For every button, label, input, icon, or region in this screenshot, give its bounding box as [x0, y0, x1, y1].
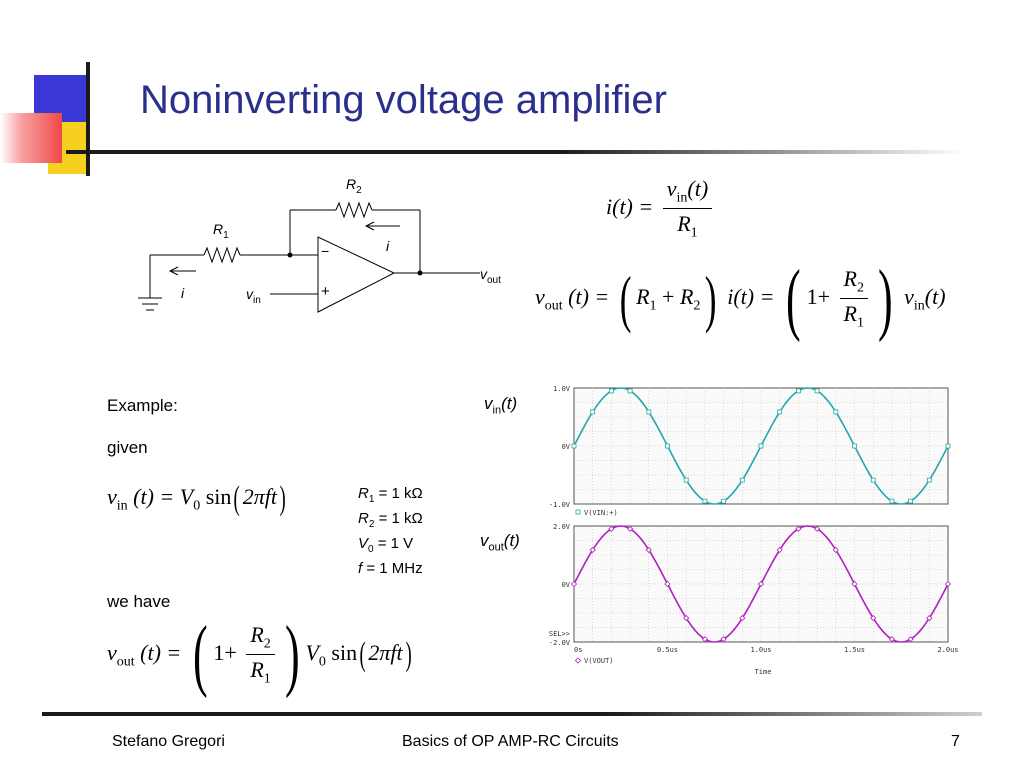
- label-vin: vin: [246, 286, 261, 306]
- we-have-label: we have: [107, 592, 171, 611]
- data-point: [888, 636, 895, 643]
- parameter-list: R1 = 1 kΩ R2 = 1 kΩ V0 = 1 V f = 1 MHz: [358, 484, 423, 578]
- data-point: [646, 409, 652, 415]
- footer-page-number: 7: [951, 733, 960, 750]
- x-tick-label: 1.5us: [844, 646, 865, 654]
- data-point: [833, 409, 839, 415]
- x-axis-label: Time: [755, 668, 772, 676]
- data-point: [757, 580, 765, 588]
- legend-marker: [574, 657, 582, 664]
- x-tick-label: 1.0us: [750, 646, 771, 654]
- plot-label-vin: vin(t): [484, 394, 518, 417]
- y-tick-label: 1.0V: [553, 385, 571, 393]
- data-point: [795, 525, 802, 532]
- x-tick-label: 0.5us: [657, 646, 678, 654]
- data-point: [589, 546, 596, 553]
- fraction: vin(t) R1: [662, 176, 713, 242]
- data-point: [795, 388, 801, 394]
- legend-label: V(VOUT): [584, 657, 614, 665]
- data-point: [720, 636, 727, 643]
- data-point: [739, 615, 746, 622]
- data-point: [777, 409, 783, 415]
- label-i-top: i: [386, 238, 390, 254]
- data-point: [627, 525, 634, 532]
- x-tick-label: 2.0us: [937, 646, 958, 654]
- data-point: [590, 409, 596, 415]
- data-point: [945, 443, 951, 449]
- y-tick-label: 2.0V: [553, 523, 571, 531]
- y-tick-label: 0V: [562, 581, 571, 589]
- y-tick-label: -2.0V: [549, 639, 571, 647]
- data-point: [570, 580, 578, 588]
- deco-vertical-line: [86, 62, 90, 176]
- footer-rule: [42, 712, 982, 716]
- legend-label: V(VIN:+): [584, 509, 618, 517]
- given-label: given: [107, 438, 148, 457]
- data-point: [739, 477, 745, 483]
- data-point: [814, 388, 820, 394]
- waveform-chart: 1.0V 0V -1.0V V(VIN:+) 2.0V 0V -2.0V V(VOUT)0s 0…: [549, 385, 958, 676]
- data-point: [645, 546, 652, 553]
- data-point: [683, 615, 690, 622]
- data-point: [851, 580, 858, 588]
- data-point: [944, 580, 952, 588]
- given-equation: vin (t) = V0 sin(2πft): [107, 480, 286, 517]
- data-point: [571, 443, 577, 449]
- footer-author: Stefano Gregori: [112, 733, 225, 750]
- data-point: [664, 580, 671, 588]
- data-point: [907, 636, 914, 643]
- data-point: [627, 388, 633, 394]
- label-r1: R1: [213, 221, 229, 241]
- deco-red-block: [0, 113, 62, 163]
- data-point: [870, 615, 877, 622]
- opamp-minus: −: [321, 243, 330, 259]
- data-point: [721, 498, 727, 504]
- slide-title: Noninverting voltage amplifier: [140, 78, 667, 122]
- data-point: [926, 477, 932, 483]
- equation-vout: vout (t) = (R1 + R2) i(t) = (1+ R2 R1 ) …: [535, 254, 946, 343]
- data-point: [701, 636, 708, 643]
- sel-marker: SEL>>: [549, 630, 570, 638]
- param-v0: V0 = 1 V: [358, 535, 414, 555]
- deco-horizontal-line: [66, 150, 966, 154]
- y-tick-label: -1.0V: [549, 501, 571, 509]
- label-i-left: i: [181, 285, 185, 301]
- data-point: [758, 443, 764, 449]
- data-point: [908, 498, 914, 504]
- label-r2: R2: [346, 176, 362, 196]
- fraction: R2 R1: [839, 266, 868, 332]
- data-point: [683, 477, 689, 483]
- data-point: [889, 498, 895, 504]
- data-point: [852, 443, 857, 449]
- param-r2: R2 = 1 kΩ: [358, 510, 423, 530]
- data-point: [665, 443, 670, 449]
- y-tick-label: 0V: [562, 443, 571, 451]
- data-point: [870, 477, 876, 483]
- example-heading: Example:: [107, 396, 178, 415]
- x-tick-label: 0s: [574, 646, 582, 654]
- data-point: [776, 546, 783, 553]
- fraction: R2 R1: [246, 622, 275, 688]
- data-point: [609, 388, 614, 394]
- data-point: [702, 498, 708, 504]
- data-point: [608, 525, 615, 532]
- footer-course: Basics of OP AMP-RC Circuits: [402, 733, 619, 750]
- param-r1: R1 = 1 kΩ: [358, 485, 423, 505]
- data-point: [832, 546, 839, 553]
- data-point: [814, 525, 821, 532]
- opamp-plus: +: [321, 283, 330, 300]
- data-point: [926, 615, 933, 622]
- label-vout: vout: [480, 266, 501, 286]
- result-equation: vout (t) = (1+ R2 R1 )V0 sin(2πft): [107, 610, 412, 699]
- equation-current: i(t) = vin(t) R1: [606, 176, 716, 242]
- plot-label-vout: vout(t): [480, 531, 520, 554]
- param-f: f = 1 MHz: [358, 560, 423, 577]
- circuit-schematic: [138, 201, 480, 313]
- legend-marker: [575, 509, 581, 515]
